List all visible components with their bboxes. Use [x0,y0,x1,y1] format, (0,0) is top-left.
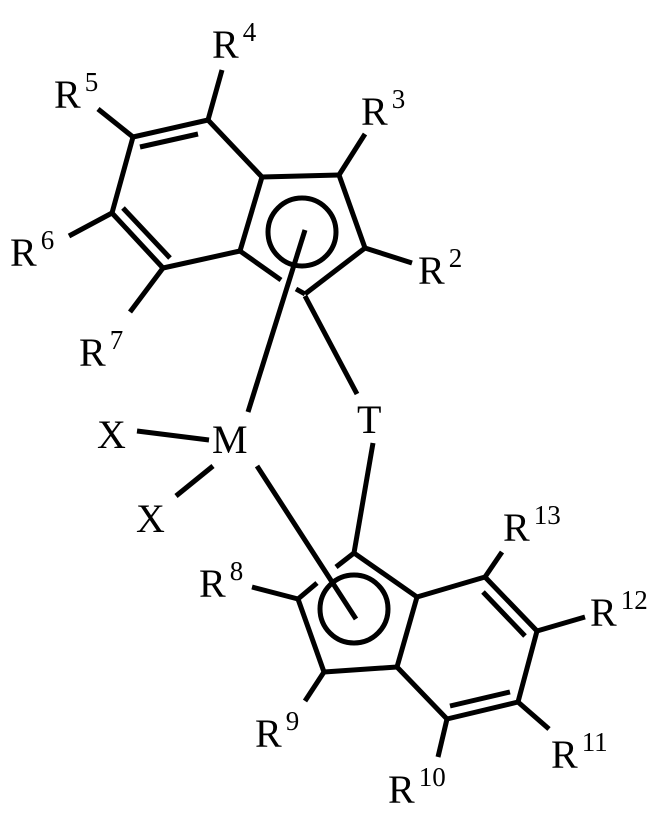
bond-x-m [136,428,210,443]
aromatic-ring-circle-top [265,195,339,269]
aromatic-ring-circle-bottom [317,572,391,646]
bond-c5-c6 [109,136,136,214]
ligand-x-label-1: X [97,412,126,457]
bond-c5b-c4b [446,699,519,722]
bond-c5b-r11 [516,700,551,731]
bond-c3a-c4 [206,118,264,179]
bond-c2b-stub [296,581,319,601]
bond-c2b-c3b [295,598,327,673]
bond-c7ab-c7b [416,574,486,600]
bond-c2-r2 [364,245,413,266]
bond-c7-c7a [162,248,241,271]
bond-c7b-c6b [483,575,539,633]
bond-c6b-c5b [515,630,540,703]
bridge-label: T [357,397,381,442]
bond-c7b-r13 [482,550,505,579]
bond-c3-c2 [336,174,368,249]
bond-c4-c5 [132,117,209,140]
bond-c6-c7-double [121,206,172,260]
bond-c3-r3 [336,132,368,177]
bond-c7b-c6b-double [481,590,527,638]
ligand-x-label-2: X [136,496,165,541]
bond-m-bottom-ring [254,464,359,621]
bond-c6-c7 [110,211,165,270]
bond-c6-r6 [67,210,114,239]
bond-c2-c1 [303,246,367,296]
bond-c1b-c2b [334,551,356,569]
bond-c1b-c7ab [352,550,419,600]
bond-c4-r4 [205,69,225,121]
bond-x2-m [174,464,215,498]
bond-c7a-c1 [238,248,283,283]
bond-c5-r5 [96,107,135,139]
metal-center: M T X X [97,229,381,621]
bond-c4-c5-double [139,131,199,150]
bond-c3b-r9 [302,670,327,703]
bottom-indenyl [251,550,586,758]
bond-c4b-r10 [435,718,450,758]
bond-c3a-c3 [261,172,340,180]
bond-c3ab-c7ab [394,596,420,668]
bond-c1-t [302,294,360,396]
bond-c2b-r8 [251,584,299,602]
top-indenyl [67,69,413,314]
bond-c5b-c4b-double [449,689,511,709]
bond-t-c1b [351,442,376,554]
bond-c4b-c3ab [395,665,449,721]
bond-c7a-c3a [237,176,265,252]
bond-c7-r7 [128,266,165,314]
bond-c1-stub [294,286,307,297]
bond-m-top-ring [245,229,308,413]
bond-c3b-c3ab [323,664,398,675]
metal-label: M [212,417,248,462]
bond-c6b-r12 [536,614,586,634]
